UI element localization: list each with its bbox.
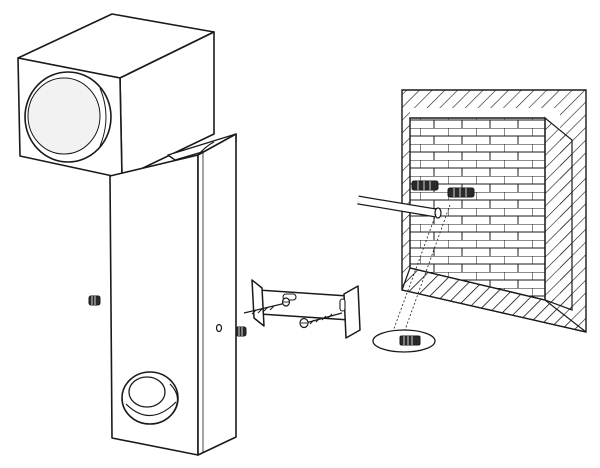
bracket-left-leg xyxy=(252,280,264,326)
wall-bottom-ledge xyxy=(402,268,586,332)
bracket-screw xyxy=(244,298,290,314)
mains-cable xyxy=(358,200,441,218)
cable-inner xyxy=(358,200,436,213)
callout-leader-2 xyxy=(392,214,436,334)
lamp-lens-shading xyxy=(100,88,106,146)
post-side-hole xyxy=(217,325,222,332)
post-side-face xyxy=(198,134,236,455)
brick-wall xyxy=(402,90,586,332)
drill-bit-icon xyxy=(400,336,420,345)
cable-end xyxy=(435,208,441,218)
sensor-dome xyxy=(129,377,165,407)
bracket-right-leg xyxy=(344,286,360,338)
bracket-slot-right xyxy=(340,299,345,311)
mounting-bracket xyxy=(252,280,360,338)
side-screw xyxy=(89,296,100,305)
bracket-plate xyxy=(258,290,350,320)
post-fold-line xyxy=(198,142,214,155)
wall-plug xyxy=(448,188,474,197)
bracket-screw xyxy=(300,313,342,328)
side-screw xyxy=(236,327,246,336)
sensor-grip xyxy=(170,384,178,414)
sensor-rim xyxy=(126,402,176,416)
wall-plug xyxy=(412,181,438,190)
motion-sensor xyxy=(122,372,178,424)
lamp-front-lens-inner xyxy=(28,78,100,154)
wall-right-return xyxy=(545,118,572,310)
drill-bit-callout xyxy=(373,205,450,352)
cube-lamp-head xyxy=(18,14,214,178)
